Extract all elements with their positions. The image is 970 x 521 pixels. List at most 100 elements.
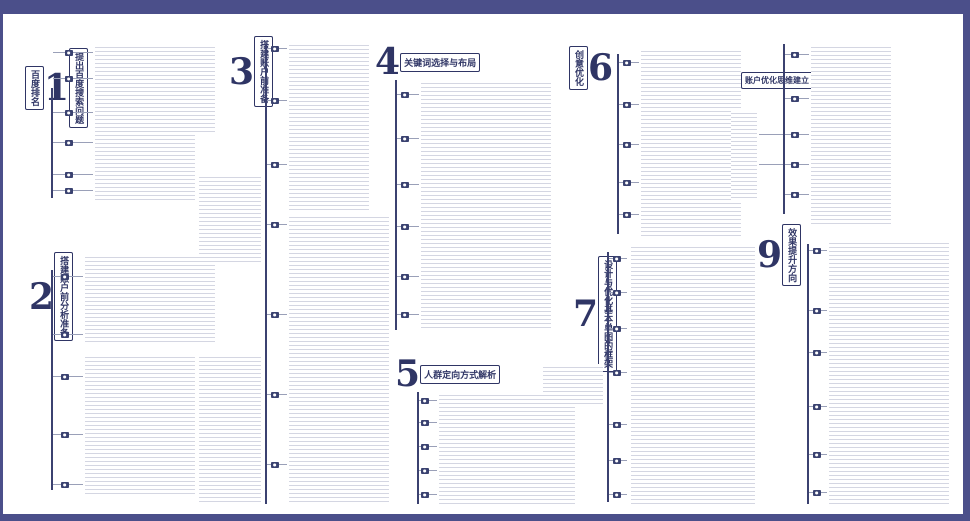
node: ● (421, 492, 429, 498)
section-3-notes-left (199, 174, 261, 264)
section-2-notes (85, 254, 215, 344)
node: ● (813, 404, 821, 410)
node: ● (791, 132, 799, 138)
node: ● (61, 432, 69, 438)
node: ● (271, 392, 279, 398)
section-3-notes-3 (199, 354, 261, 504)
node: ● (271, 46, 279, 52)
section-7-branch (607, 252, 609, 502)
section-1-notes (95, 44, 215, 134)
mind-map-sheet: 百度排名 1 提出百度搜索问题 ● ● ● ● ● ● 2 搭建账户前分析准备 … (3, 14, 963, 514)
node: ● (401, 312, 409, 318)
node: ● (791, 162, 799, 168)
section-3-number: 3 (229, 50, 255, 93)
node: ● (61, 274, 69, 280)
section-5-number: 5 (395, 353, 421, 395)
node: ● (791, 52, 799, 58)
node: ● (65, 188, 73, 194)
section-5-notes (439, 392, 575, 504)
section-2-label: 搭建账户前分析准备 (54, 252, 74, 341)
section-7-title: 7 设计与优化基本单图的框架 (573, 256, 618, 372)
node: ● (65, 50, 73, 56)
node: ● (65, 140, 73, 146)
node: ● (623, 60, 631, 66)
section-7-notes (631, 244, 755, 506)
section-8-notes-left (731, 110, 757, 200)
section-5-label: 人群定向方式解析 (420, 364, 501, 384)
node: ● (61, 332, 69, 338)
section-1-title: 百度排名 1 提出百度搜索问题 (25, 48, 89, 128)
node: ● (401, 182, 409, 188)
node: ● (791, 96, 799, 102)
node: ● (401, 224, 409, 230)
section-2-branch (51, 270, 53, 490)
node: ● (65, 110, 73, 116)
section-6-title: 创意优化 6 (569, 46, 613, 90)
node: ● (401, 274, 409, 280)
section-1-notes-2 (95, 132, 195, 202)
node: ● (271, 162, 279, 168)
node: ● (421, 398, 429, 404)
node: ● (613, 492, 621, 498)
node: ● (61, 374, 69, 380)
section-4-number: 4 (375, 41, 401, 83)
section-1-branch (51, 88, 53, 198)
section-6-number: 6 (588, 47, 614, 89)
node: ● (791, 192, 799, 198)
section-1-label: 提出百度搜索问题 (69, 48, 89, 128)
node: ● (271, 98, 279, 104)
section-8-branch (783, 44, 785, 214)
node: ● (613, 290, 621, 296)
node: ● (271, 312, 279, 318)
section-3-notes (289, 42, 369, 212)
node: ● (65, 76, 73, 82)
node: ● (421, 444, 429, 450)
section-6-notes (641, 48, 741, 238)
node: ● (421, 468, 429, 474)
section-5-title: 5 人群定向方式解析 (395, 353, 501, 395)
section-3-label: 搭建账户前准备 (254, 36, 274, 107)
section-8-notes (811, 44, 891, 224)
section-2-notes-2 (85, 354, 195, 494)
section-2-number: 2 (29, 275, 55, 318)
node: ● (813, 452, 821, 458)
section-1-subtitle: 百度排名 (25, 66, 44, 110)
node: ● (623, 212, 631, 218)
node: ● (613, 422, 621, 428)
section-9-number: 9 (757, 234, 783, 276)
node: ● (813, 490, 821, 496)
section-5-branch (417, 392, 419, 504)
node: ● (613, 256, 621, 262)
section-6-label: 创意优化 (569, 46, 588, 90)
node: ● (813, 308, 821, 314)
node: ● (623, 102, 631, 108)
node: ● (623, 180, 631, 186)
section-4-label: 关键词选择与布局 (400, 52, 481, 72)
section-1-number: 1 (44, 67, 70, 109)
node: ● (813, 350, 821, 356)
section-9-title: 9 效果提升方向 (757, 224, 802, 286)
section-4-branch (395, 80, 397, 330)
node: ● (401, 92, 409, 98)
node: ● (421, 420, 429, 426)
section-9-notes (829, 240, 949, 506)
section-3-notes-2 (289, 214, 389, 504)
section-3-title: 3 搭建账户前准备 (229, 36, 274, 107)
section-4-notes (421, 80, 551, 330)
node: ● (623, 142, 631, 148)
node: ● (613, 326, 621, 332)
node: ● (613, 458, 621, 464)
section-8-label: 账户优化思维建立 (741, 71, 813, 89)
section-9-branch (807, 244, 809, 504)
node: ● (401, 136, 409, 142)
node: ● (65, 172, 73, 178)
node: ● (613, 370, 621, 376)
node: ● (271, 222, 279, 228)
section-3-branch (265, 44, 267, 504)
section-6-branch (617, 54, 619, 234)
section-4-title: 4 关键词选择与布局 (375, 41, 481, 83)
section-9-label: 效果提升方向 (782, 224, 802, 286)
section-7-notes-left (543, 364, 603, 404)
node: ● (271, 462, 279, 468)
